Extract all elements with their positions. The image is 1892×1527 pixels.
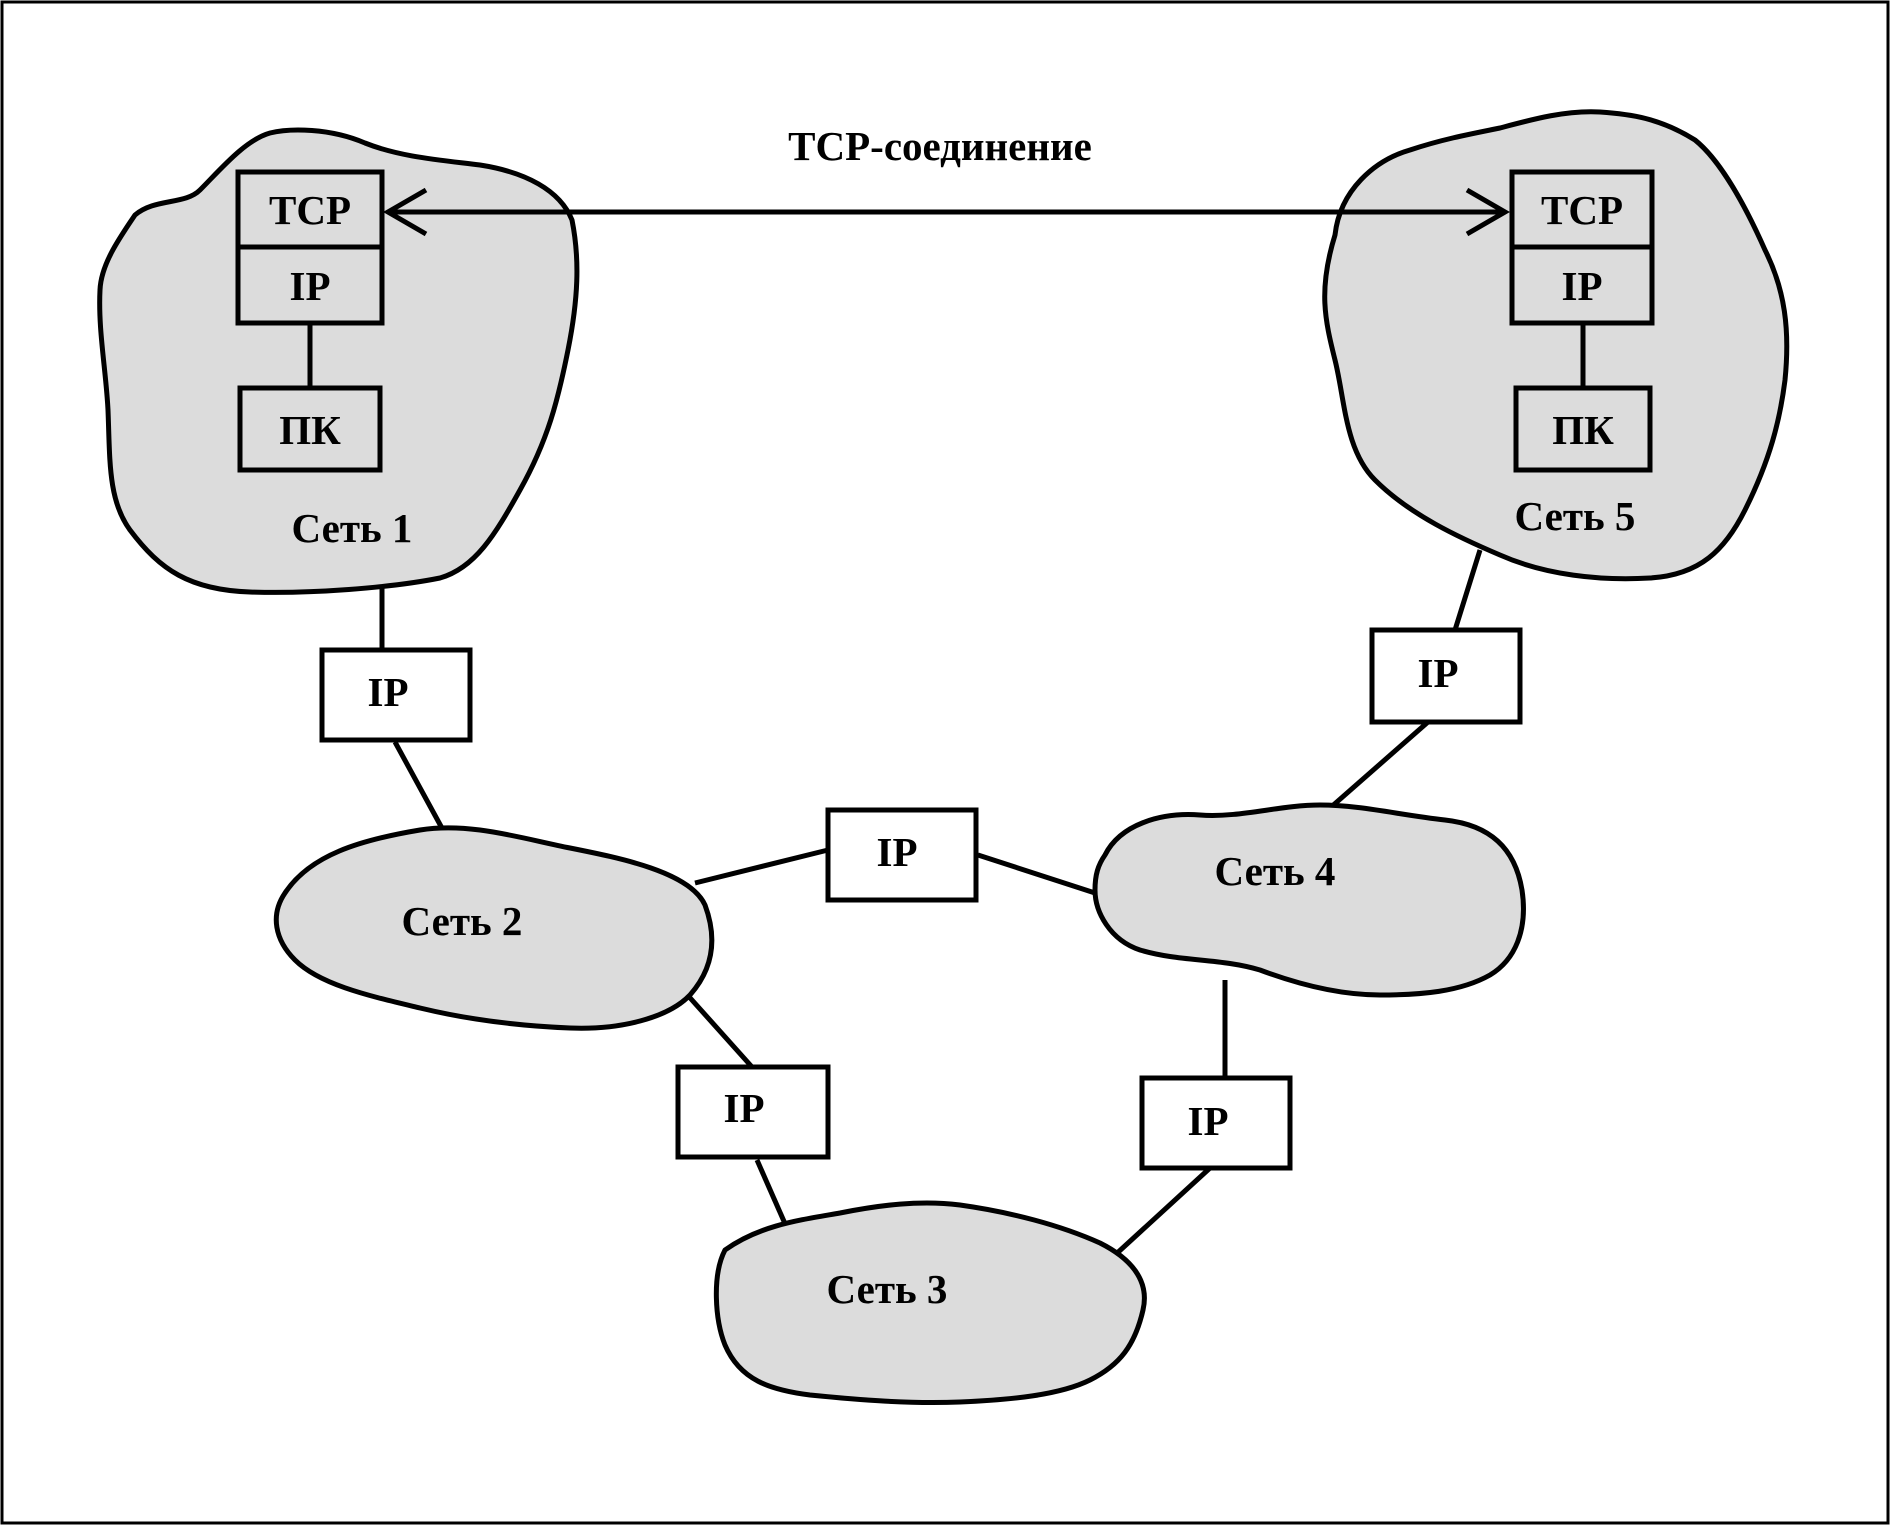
router-3-4-label: IP — [1188, 1098, 1229, 1144]
router-1-2-label: IP — [368, 669, 409, 715]
link-router45-net5 — [1452, 549, 1483, 631]
network-cloud-2: Сеть 2 — [273, 825, 715, 1031]
router-2-4: IP — [825, 807, 979, 903]
link-net2-router23 — [681, 988, 754, 1069]
link-net4-router45 — [1328, 720, 1430, 810]
host-left-ip-layer — [235, 244, 385, 326]
host-left-tcp-layer — [235, 169, 385, 250]
router-2-3: IP — [675, 1064, 831, 1160]
link-router12-net2 — [392, 740, 446, 832]
router-4-5: IP — [1369, 627, 1523, 725]
host-left: TCP IP ПК — [235, 169, 385, 473]
router-3-4: IP — [1139, 1075, 1293, 1171]
network-label-3: Сеть 3 — [827, 1266, 948, 1312]
host-left-pc — [237, 385, 383, 473]
tcp-connection-label: TCP-соединение — [788, 123, 1092, 169]
router-2-3-label: IP — [724, 1085, 765, 1131]
network-cloud-1: Сеть 1 — [97, 127, 580, 595]
network-cloud-4: Сеть 4 — [1092, 802, 1526, 998]
router-2-4-label: IP — [877, 829, 918, 875]
host-right-pc — [1513, 385, 1653, 473]
router-4-5-label: IP — [1418, 650, 1459, 696]
network-label-2: Сеть 2 — [402, 898, 523, 944]
network-label-4: Сеть 4 — [1215, 848, 1336, 894]
tcp-connection: TCP-соединение — [383, 123, 1510, 237]
network-cloud-5: Сеть 5 — [1322, 109, 1790, 582]
host-left-pc-label: ПК — [279, 407, 341, 453]
arrowhead-left-icon — [383, 187, 428, 237]
network-label-5: Сеть 5 — [1515, 493, 1636, 539]
host-right-pc-label: ПК — [1552, 407, 1614, 453]
host-right-ip-layer — [1509, 244, 1655, 326]
host-right-tcp-label: TCP — [1541, 187, 1623, 233]
network-label-1: Сеть 1 — [292, 505, 413, 551]
arrowhead-right-icon — [1465, 187, 1510, 237]
link-net2-router24 — [694, 847, 829, 886]
host-left-tcp-label: TCP — [269, 187, 351, 233]
host-left-ip-label: IP — [290, 263, 331, 309]
link-router34-net3 — [1113, 1166, 1212, 1257]
host-right: TCP IP ПК — [1509, 169, 1655, 473]
link-router24-net4 — [977, 852, 1096, 896]
router-1-2: IP — [319, 647, 473, 743]
host-right-ip-label: IP — [1562, 263, 1603, 309]
network-cloud-3: Сеть 3 — [713, 1200, 1147, 1406]
